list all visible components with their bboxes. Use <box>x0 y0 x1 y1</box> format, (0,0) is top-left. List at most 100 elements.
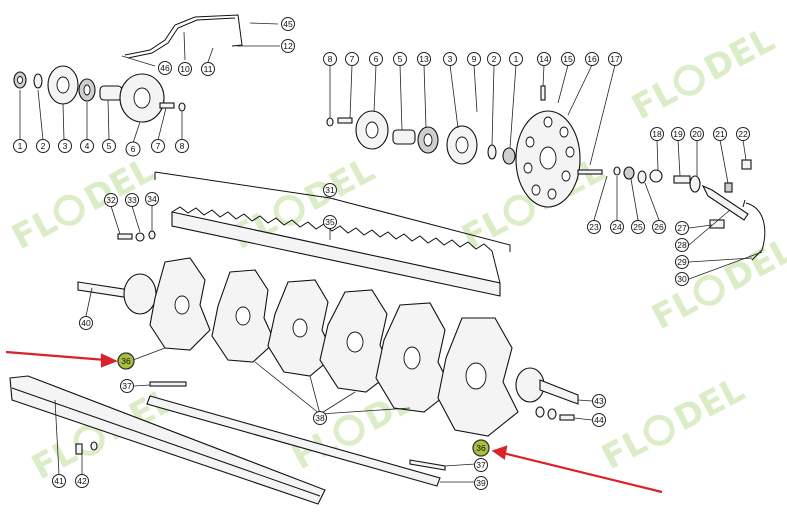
callout-41[interactable]: 41 <box>52 474 66 488</box>
svg-text:28: 28 <box>677 240 687 250</box>
svg-text:11: 11 <box>204 64 213 74</box>
svg-text:5: 5 <box>398 54 403 64</box>
callout-26[interactable]: 26 <box>652 220 666 234</box>
callout-7[interactable]: 7 <box>151 139 165 153</box>
svg-text:2: 2 <box>492 54 497 64</box>
callout-45[interactable]: 45 <box>281 17 295 31</box>
callout-18[interactable]: 18 <box>650 127 664 141</box>
callouts-right: 18 19 20 21 22 23 24 25 26 27 28 29 30 <box>587 127 763 286</box>
svg-text:1: 1 <box>514 54 519 64</box>
svg-text:33: 33 <box>127 195 137 205</box>
watermark-7: FL DEL <box>595 370 751 478</box>
center-assembly <box>9 171 579 505</box>
callout-31[interactable]: 31 <box>323 183 337 197</box>
callout-11[interactable]: 11 <box>201 62 215 76</box>
callout-37-right[interactable]: 37 <box>474 458 488 472</box>
svg-text:36: 36 <box>476 443 486 453</box>
svg-text:7: 7 <box>156 141 161 151</box>
callout-33[interactable]: 33 <box>125 193 139 207</box>
callout-15[interactable]: 15 <box>561 52 575 66</box>
svg-text:44: 44 <box>594 415 604 425</box>
watermark-4: FL DEL <box>625 20 781 128</box>
callout-1[interactable]: 1 <box>13 139 27 153</box>
callout-43[interactable]: 43 <box>592 394 606 408</box>
gear-icon <box>333 414 365 446</box>
svg-text:34: 34 <box>147 194 157 204</box>
callout-5[interactable]: 5 <box>102 139 116 153</box>
callout-44[interactable]: 44 <box>592 413 606 427</box>
svg-text:35: 35 <box>325 217 335 227</box>
svg-text:46: 46 <box>160 63 170 73</box>
svg-text:41: 41 <box>54 476 64 486</box>
svg-text:29: 29 <box>677 257 687 267</box>
callout-36-highlighted-right[interactable]: 36 <box>472 439 490 457</box>
svg-text:10: 10 <box>180 64 190 74</box>
callout-4[interactable]: 4 <box>80 139 94 153</box>
callout-42[interactable]: 42 <box>75 474 89 488</box>
svg-text:38: 38 <box>315 413 325 423</box>
callout-25[interactable]: 25 <box>631 220 645 234</box>
svg-text:2: 2 <box>41 141 46 151</box>
svg-text:18: 18 <box>652 129 662 139</box>
callout-3[interactable]: 3 <box>58 139 72 153</box>
svg-text:42: 42 <box>77 476 87 486</box>
callout-40[interactable]: 40 <box>79 316 93 330</box>
callout-14[interactable]: 14 <box>537 52 551 66</box>
callout-39[interactable]: 39 <box>474 476 488 490</box>
callout-2-right[interactable]: 2 <box>487 52 501 66</box>
svg-text:8: 8 <box>180 141 185 151</box>
callout-27[interactable]: 27 <box>675 221 689 235</box>
svg-text:39: 39 <box>476 478 486 488</box>
star-disc-5 <box>375 302 453 413</box>
highlight-arrows <box>5 350 663 494</box>
svg-text:14: 14 <box>539 54 549 64</box>
svg-text:4: 4 <box>85 141 90 151</box>
callout-20[interactable]: 20 <box>690 127 704 141</box>
callout-38[interactable]: 38 <box>313 411 327 425</box>
svg-text:7: 7 <box>350 54 355 64</box>
callout-10[interactable]: 10 <box>178 62 192 76</box>
callout-8-right[interactable]: 8 <box>323 52 337 66</box>
callout-6-right[interactable]: 6 <box>369 52 383 66</box>
callout-2[interactable]: 2 <box>36 139 50 153</box>
callout-8[interactable]: 8 <box>175 139 189 153</box>
callout-21[interactable]: 21 <box>713 127 727 141</box>
callout-1-right[interactable]: 1 <box>509 52 523 66</box>
callout-36-highlighted-left[interactable]: 36 <box>117 352 135 370</box>
callout-32[interactable]: 32 <box>104 193 118 207</box>
callout-37-left[interactable]: 37 <box>120 379 134 393</box>
callout-19[interactable]: 19 <box>671 127 685 141</box>
callout-23[interactable]: 23 <box>587 220 601 234</box>
knife-bar-part <box>171 211 501 297</box>
callout-29[interactable]: 29 <box>675 255 689 269</box>
callout-34[interactable]: 34 <box>145 192 159 206</box>
callout-24[interactable]: 24 <box>610 220 624 234</box>
callout-30[interactable]: 30 <box>675 272 689 286</box>
callout-12[interactable]: 12 <box>281 39 295 53</box>
callout-28[interactable]: 28 <box>675 238 689 252</box>
callout-35[interactable]: 35 <box>323 215 337 229</box>
svg-text:37: 37 <box>476 460 486 470</box>
callout-22[interactable]: 22 <box>736 127 750 141</box>
callout-9[interactable]: 9 <box>467 52 481 66</box>
svg-text:43: 43 <box>594 396 604 406</box>
guard-part <box>9 375 326 505</box>
callout-17[interactable]: 17 <box>608 52 622 66</box>
star-disc-4 <box>319 289 393 393</box>
callout-46[interactable]: 46 <box>158 61 172 75</box>
callouts-top-right: 8 7 6 5 13 3 9 2 1 14 15 16 17 <box>323 52 622 166</box>
callout-6[interactable]: 6 <box>125 141 141 157</box>
callout-3-right[interactable]: 3 <box>443 52 457 66</box>
svg-text:3: 3 <box>448 54 453 64</box>
svg-text:36: 36 <box>121 356 131 366</box>
callout-16[interactable]: 16 <box>585 52 599 66</box>
svg-text:32: 32 <box>106 195 116 205</box>
callout-5-right[interactable]: 5 <box>393 52 407 66</box>
svg-text:6: 6 <box>131 144 136 154</box>
callout-7-right[interactable]: 7 <box>345 52 359 66</box>
callout-13[interactable]: 13 <box>417 52 431 66</box>
callouts-center: 31 32 33 34 35 40 36 37 38 36 37 39 41 4… <box>52 183 606 490</box>
svg-text:DEL: DEL <box>668 370 751 440</box>
svg-text:20: 20 <box>692 129 702 139</box>
